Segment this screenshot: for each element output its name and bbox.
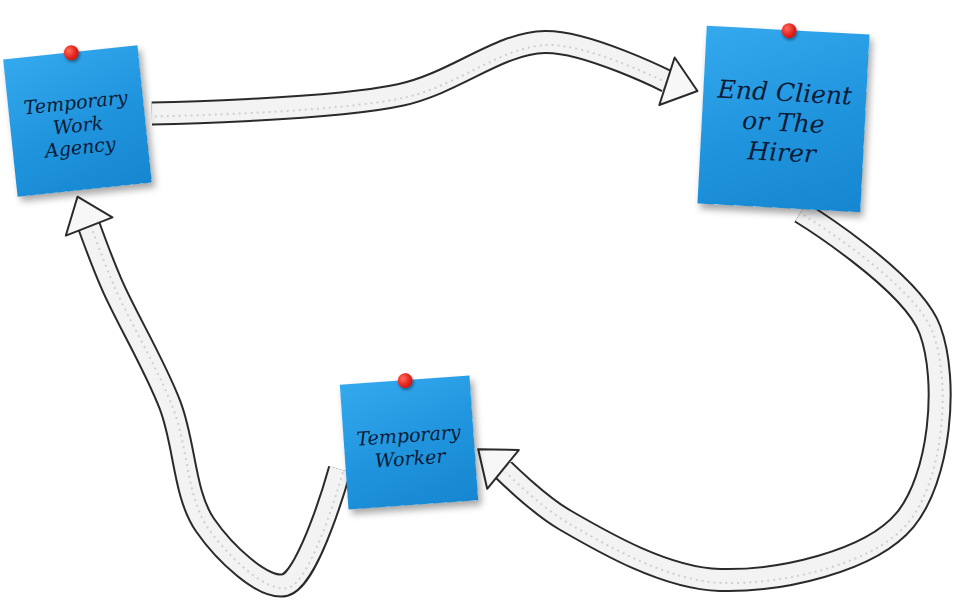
curved-arrow: [478, 212, 942, 583]
push-pin: [63, 45, 79, 61]
arrow-hatching: [155, 45, 670, 116]
arrow-outline: [152, 42, 667, 113]
sticky-note: End Client or The Hirer: [697, 26, 869, 212]
arrow-head: [478, 449, 519, 489]
arrow-head: [659, 57, 697, 105]
arrow-body: [89, 226, 340, 585]
arrow-outline: [89, 226, 340, 585]
arrow-body: [503, 212, 940, 580]
arrow-body: [152, 42, 667, 113]
push-pin: [781, 23, 797, 39]
curved-arrow: [152, 42, 698, 116]
push-pin: [397, 373, 413, 389]
arrow-head: [66, 197, 113, 236]
note-text: Temporary Work Agency: [17, 85, 139, 165]
sticky-note: Temporary Worker: [340, 376, 478, 510]
arrow-hatching: [506, 215, 943, 583]
curved-arrow: [66, 197, 343, 589]
note-text: End Client or The Hirer: [710, 74, 858, 171]
note-text: Temporary Worker: [353, 420, 466, 473]
arrow-hatching: [92, 229, 343, 588]
sticky-note: Temporary Work Agency: [3, 45, 152, 196]
arrow-outline: [503, 212, 940, 580]
